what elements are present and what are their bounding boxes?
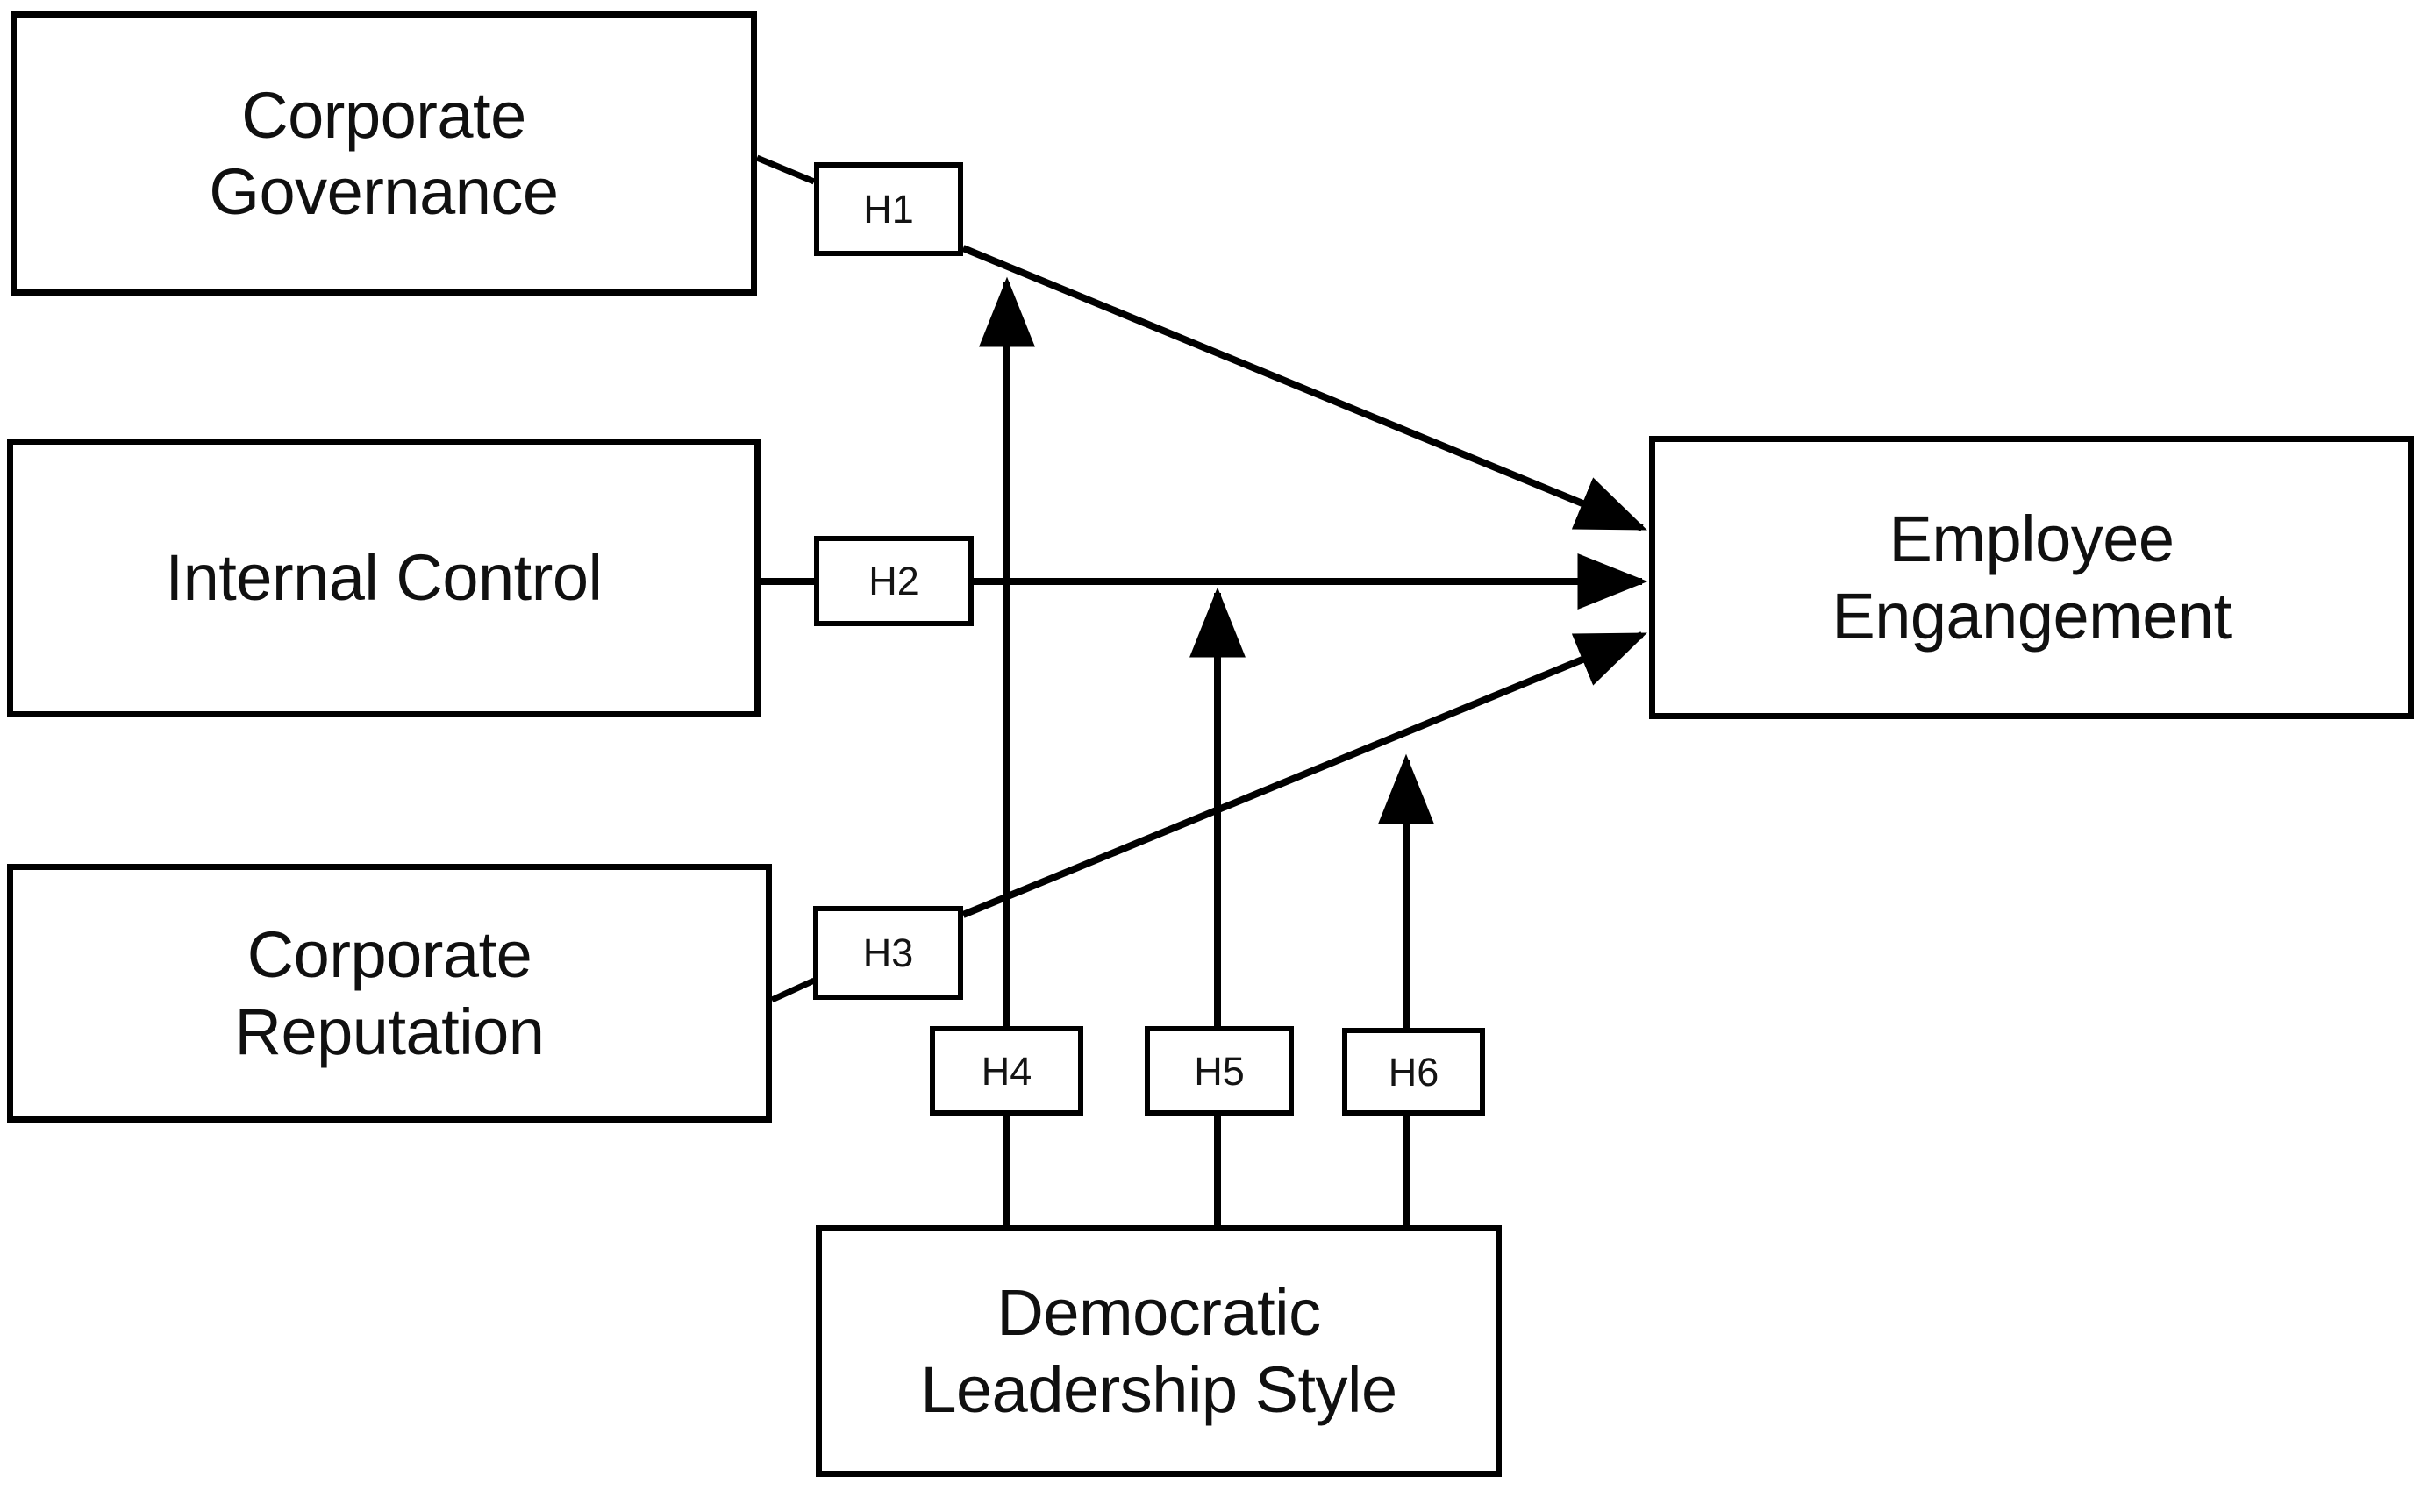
hypothesis-box-h3[interactable]: H3 xyxy=(813,906,963,1000)
arrow-h3-to-employee-engangement xyxy=(961,631,1647,918)
hypothesis-label-h3: H3 xyxy=(862,931,914,975)
hypothesis-label-h6: H6 xyxy=(1388,1049,1439,1095)
node-internal-control-label: Internal Control xyxy=(165,541,603,615)
node-employee-engangement-label: Employee Engangement xyxy=(1832,503,2232,653)
connector-corporate-governance-to-h1 xyxy=(755,154,816,185)
hypothesis-label-h1: H1 xyxy=(863,187,914,232)
node-democratic-leadership-style[interactable]: Democratic Leadership Style xyxy=(816,1225,1502,1477)
hypothesis-label-h5: H5 xyxy=(1194,1048,1245,1094)
node-corporate-governance[interactable]: Corporate Governance xyxy=(11,11,757,296)
connector-corporate-reputation-to-h3 xyxy=(770,977,816,1003)
arrow-h1-to-employee-engangement xyxy=(961,245,1647,531)
node-corporate-reputation[interactable]: Corporate Reputation xyxy=(7,864,772,1123)
hypothesis-box-h1[interactable]: H1 xyxy=(814,162,963,256)
hypothesis-box-h4[interactable]: H4 xyxy=(930,1026,1083,1116)
node-corporate-governance-label: Corporate Governance xyxy=(209,78,559,228)
node-democratic-leadership-style-label: Democratic Leadership Style xyxy=(920,1276,1397,1426)
hypothesis-label-h4: H4 xyxy=(981,1048,1032,1094)
hypothesis-box-h6[interactable]: H6 xyxy=(1342,1028,1485,1116)
hypothesis-box-h5[interactable]: H5 xyxy=(1145,1026,1294,1116)
node-corporate-reputation-label: Corporate Reputation xyxy=(234,918,545,1068)
node-internal-control[interactable]: Internal Control xyxy=(7,439,761,717)
hypothesis-box-h2[interactable]: H2 xyxy=(814,536,974,626)
node-employee-engangement[interactable]: Employee Engangement xyxy=(1649,436,2414,719)
hypothesis-label-h2: H2 xyxy=(868,559,919,603)
